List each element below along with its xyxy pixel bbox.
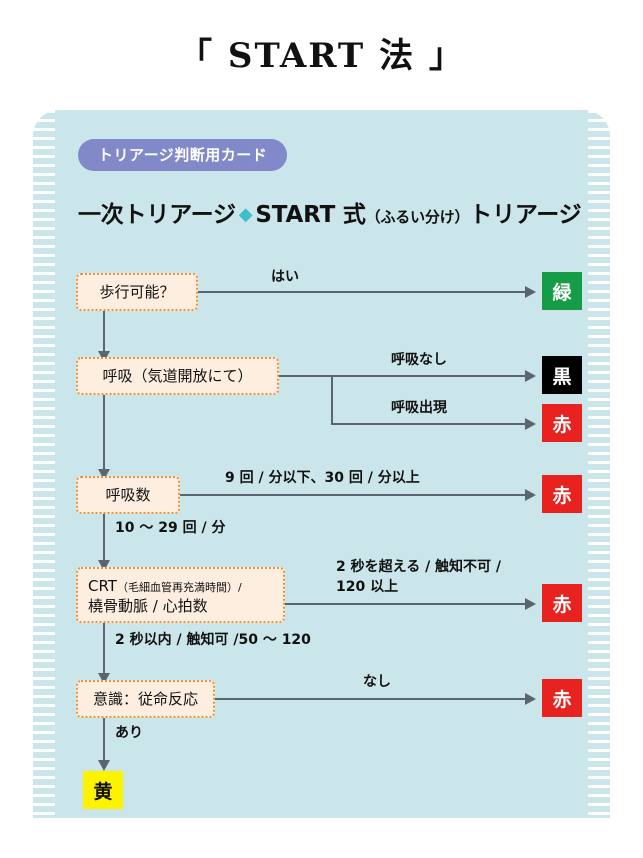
connector-consc-none [215, 698, 525, 700]
connector-crt-abnormal [285, 603, 525, 605]
connector-crt-normal [103, 623, 105, 679]
heading-paren: （ふるい分け） [365, 208, 470, 226]
arrowhead-crt-normal [98, 673, 110, 684]
arrowhead-breath-down [98, 469, 110, 480]
step-box-rate[interactable]: 呼吸数 [76, 476, 180, 514]
step-label-crt-line1: CRT（毛細血管再充満時間）/ [88, 576, 273, 596]
connector-rate-abnormal [180, 494, 525, 496]
arrowhead-consc-none [525, 693, 536, 705]
result-chip-red-breath[interactable]: 赤 [542, 404, 582, 442]
result-chip-yellow[interactable]: 黄 [83, 771, 123, 809]
edge-label-consc-yes: あり [115, 725, 143, 741]
heading-after: トリアージ [469, 202, 582, 228]
step-box-consciousness[interactable]: 意識：従命反応 [76, 680, 215, 718]
edge-label-crt-abnormal-line2: 120 以上 [336, 579, 399, 596]
edge-label-walk-yes: はい [271, 269, 299, 285]
connector-walk-yes [198, 291, 525, 293]
connector-consc-yes [103, 718, 105, 766]
result-chip-black[interactable]: 黒 [542, 356, 582, 394]
crt-abbr: CRT [88, 577, 117, 595]
step-box-crt[interactable]: CRT（毛細血管再充満時間）/ 橈骨動脈 / 心拍数 [76, 567, 285, 623]
edge-label-rate-normal: 10 〜 29 回 / 分 [115, 520, 226, 536]
connector-breath-down [103, 395, 105, 475]
connector-walk-no [103, 311, 105, 357]
heading-middle: START 式 [255, 202, 366, 228]
diamond-icon: ◆ [238, 204, 253, 225]
edge-label-breath-none: 呼吸なし [391, 352, 447, 368]
triage-flowchart: 歩行可能？ はい 緑 呼吸（気道開放にて） 呼吸なし 黒 呼吸出現 赤 呼吸数 [33, 110, 610, 818]
arrowhead-breath-return [525, 418, 536, 430]
step-label-rate: 呼吸数 [105, 485, 151, 504]
step-label-breath: 呼吸（気道開放にて） [102, 366, 253, 385]
edge-label-consc-none: なし [363, 674, 391, 690]
card-heading: 一次トリアージ◆START 式（ふるい分け）トリアージ [78, 195, 582, 229]
result-chip-green[interactable]: 緑 [542, 272, 582, 310]
step-box-walk[interactable]: 歩行可能？ [76, 273, 198, 311]
heading-before: 一次トリアージ [78, 202, 236, 228]
arrowhead-breath-none [525, 370, 536, 382]
arrowhead-consc-yes [98, 760, 110, 771]
triage-card: トリアージ判断用カード 一次トリアージ◆START 式（ふるい分け）トリアージ … [33, 110, 610, 818]
edge-label-rate-abnormal: 9 回 / 分以下、30 回 / 分以上 [225, 470, 420, 486]
result-chip-red-rate[interactable]: 赤 [542, 475, 582, 513]
arrowhead-crt-abnormal [525, 598, 536, 610]
step-label-consciousness: 意識：従命反応 [92, 689, 198, 708]
arrowhead-rate-abnormal [525, 489, 536, 501]
page-title: 「 START 法 」 [178, 36, 465, 76]
connector-breath-return-drop [331, 375, 333, 425]
connector-rate-normal [103, 514, 105, 566]
result-chip-red-consciousness[interactable]: 赤 [542, 679, 582, 717]
result-chip-red-crt[interactable]: 赤 [542, 584, 582, 622]
edge-label-crt-abnormal: 2 秒を超える / 触知不可 / 120 以上 [336, 557, 501, 598]
card-badge: トリアージ判断用カード [78, 139, 288, 171]
step-box-breath[interactable]: 呼吸（気道開放にて） [76, 357, 279, 395]
edge-label-crt-normal: 2 秒以内 / 触知可 /50 〜 120 [115, 632, 311, 648]
connector-breath-none [279, 375, 525, 377]
arrowhead-rate-normal [98, 560, 110, 571]
step-label-walk: 歩行可能？ [99, 282, 175, 301]
connector-breath-return [331, 423, 525, 425]
edge-label-breath-return: 呼吸出現 [391, 400, 447, 416]
arrowhead-walk-no [98, 351, 110, 362]
crt-paren: （毛細血管再充満時間）/ [116, 581, 242, 594]
step-label-crt-line2: 橈骨動脈 / 心拍数 [88, 597, 208, 616]
arrowhead-walk-yes [525, 286, 536, 298]
edge-label-crt-abnormal-line1: 2 秒を超える / 触知不可 / [336, 559, 502, 575]
